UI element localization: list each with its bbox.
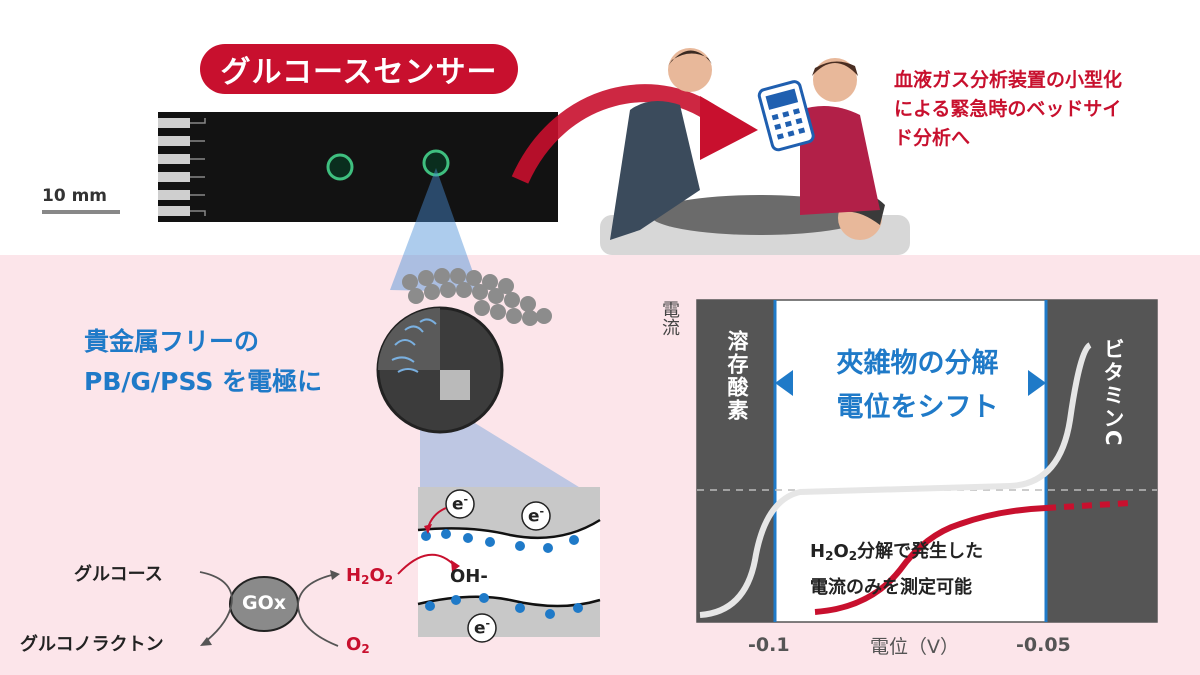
catalyst-dots — [421, 529, 583, 619]
electron-label-1: e- — [451, 493, 469, 515]
glucose-label: グルコース — [74, 564, 163, 585]
electrode-2 — [422, 149, 450, 177]
gox-label: GOx — [241, 592, 286, 614]
electrode-1 — [326, 153, 354, 181]
nanoparticle-cluster — [402, 268, 552, 326]
electron-label-3: e- — [473, 617, 491, 639]
tick-label-1: -0.1 — [748, 634, 790, 656]
electron-circle-1 — [445, 489, 475, 519]
scale-bar — [42, 210, 120, 214]
arrow-right — [1028, 370, 1046, 396]
tick-label-2: -0.05 — [1016, 634, 1071, 656]
scale-label: 10 mm — [42, 186, 108, 206]
zoom-beam-2 — [420, 420, 600, 500]
arrow-head — [700, 96, 758, 160]
medical-scene-illustration — [600, 48, 910, 255]
gluconolactone-label: グルコノラクトン — [20, 634, 164, 655]
sensor-strip — [158, 112, 558, 222]
y-axis-label: 電流 — [659, 300, 680, 336]
electron-circle-3 — [467, 613, 497, 643]
electron-label-2: e- — [527, 505, 545, 527]
band-left — [697, 300, 775, 622]
band-left-label: 溶存酸素 — [725, 330, 749, 422]
gray-curve — [699, 342, 1092, 618]
red-curve — [814, 505, 1047, 615]
electron-circle-2 — [521, 501, 551, 531]
h2o2-label: H2O2 — [346, 565, 394, 587]
h2o2-arrow — [397, 553, 456, 575]
arrow-left — [775, 370, 793, 396]
bedside-caption: 血液ガス分析装置の小型化 による緊急時のベッドサイ ド分析へ — [894, 69, 1123, 149]
shift-text: 夾雑物の分解 電位をシフト — [836, 348, 999, 423]
chart-area — [696, 299, 1158, 623]
curved-arrow — [511, 84, 726, 184]
band-right-label: ビタミンC — [1101, 338, 1125, 448]
x-axis-label: 電位（V） — [870, 636, 959, 658]
electrode-caption: 貴金属フリーの PB/G/PSS を電極に — [84, 327, 323, 396]
title-badge: グルコースセンサー — [200, 44, 518, 94]
hydroxide-label: OH- — [450, 566, 488, 587]
measurement-note: H2O2分解で発生した 電流のみを測定可能 — [810, 541, 984, 598]
sensor-contacts — [158, 118, 190, 216]
band-right — [1046, 300, 1157, 622]
o2-label: O2 — [346, 634, 370, 656]
zoom-beam-1 — [390, 168, 480, 292]
